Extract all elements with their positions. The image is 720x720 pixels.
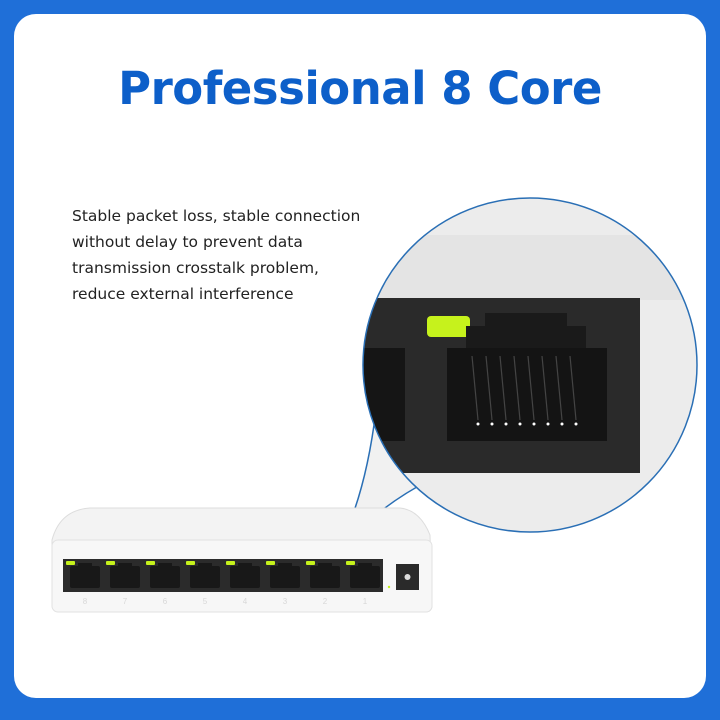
port-led-icon xyxy=(66,561,75,565)
port-number-label: 4 xyxy=(243,597,248,606)
port-number-label: 7 xyxy=(123,597,128,606)
zoomed-rj45-port-icon xyxy=(447,313,607,441)
rj45-port xyxy=(226,561,260,588)
port-led-icon xyxy=(306,561,315,565)
callout-circle xyxy=(362,197,698,533)
power-led-icon xyxy=(387,585,391,589)
rj45-port xyxy=(306,561,340,588)
port-led-icon xyxy=(106,561,115,565)
port-led-icon xyxy=(346,561,355,565)
description-line: Stable packet loss, stable connection xyxy=(72,207,361,225)
port-number-label: 6 xyxy=(163,597,168,606)
rj45-port xyxy=(146,561,180,588)
port-led-icon xyxy=(226,561,235,565)
port-number-label: 5 xyxy=(203,597,208,606)
port-number-label: 8 xyxy=(83,597,88,606)
page-title: Professional 8 Core xyxy=(118,62,602,115)
rj45-port xyxy=(186,561,220,588)
description: Stable packet loss, stable connection wi… xyxy=(72,203,372,307)
description-line: without delay to prevent data xyxy=(72,233,303,251)
rj45-port xyxy=(106,561,140,588)
port-number-label: 2 xyxy=(323,597,328,606)
port-number-label: 1 xyxy=(363,597,368,606)
zoom-callout xyxy=(363,198,697,532)
zoomed-led-icon xyxy=(427,316,470,337)
port-led-icon xyxy=(186,561,195,565)
description-line: reduce external interference xyxy=(72,285,294,303)
port-number-label: 3 xyxy=(283,597,288,606)
rj45-port xyxy=(66,561,100,588)
port-led-icon xyxy=(146,561,155,565)
rj45-port xyxy=(346,561,380,588)
rj45-port xyxy=(266,561,300,588)
ethernet-switch: 8 7 6 5 4 3 2 1 xyxy=(51,507,433,613)
port-led-icon xyxy=(266,561,275,565)
description-line: transmission crosstalk problem, xyxy=(72,259,319,277)
